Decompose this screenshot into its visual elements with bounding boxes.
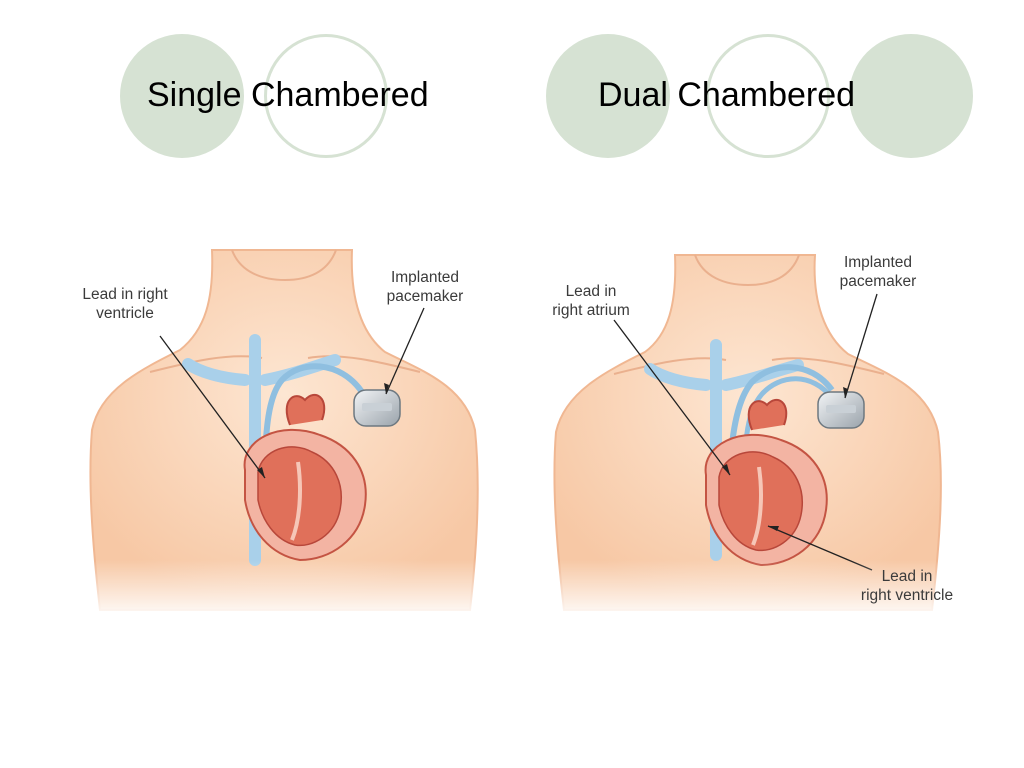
label-line: Lead in right: [82, 286, 168, 303]
label-line: ventricle: [96, 305, 154, 322]
single-chambered-heading: Single Chambered: [147, 76, 429, 114]
dual-chambered-heading: Dual Chambered: [598, 76, 856, 114]
left-lead-pointer: [159, 335, 266, 479]
single-chamber-figure: [89, 249, 479, 611]
left-pacemaker-device: [353, 389, 401, 427]
header-circle-4: [706, 34, 830, 158]
label-line: right atrium: [552, 302, 630, 319]
header-circle-3: [546, 34, 670, 158]
label-line: Lead in: [565, 283, 617, 300]
implanted-pacemaker-label-left: Implanted pacemaker: [380, 268, 470, 306]
lead-in-right-atrium-label: Lead in right atrium: [546, 282, 636, 320]
lead-in-right-ventricle-label: Lead in right ventricle: [70, 285, 180, 323]
right-pacemaker-pointer: [844, 293, 878, 399]
right-atrium-pointer: [613, 319, 731, 476]
header-circle-1: [120, 34, 244, 158]
header-circle-2: [264, 34, 388, 158]
left-heart: [243, 393, 367, 562]
right-pacemaker-device: [817, 391, 865, 429]
right-lead-wire-atrium: [727, 364, 835, 471]
label-line: right ventricle: [860, 587, 954, 604]
left-pacemaker-pointer: [385, 307, 425, 395]
right-heart: [704, 398, 828, 567]
label-line: pacemaker: [839, 273, 917, 290]
label-line: pacemaker: [386, 288, 464, 305]
dual-chamber-figure: [553, 254, 942, 611]
label-line: Implanted: [390, 269, 460, 286]
label-line: Lead in: [881, 568, 933, 585]
header-circle-5: [849, 34, 973, 158]
implanted-pacemaker-label-right: Implanted pacemaker: [832, 253, 924, 291]
lead-in-right-ventricle-label-dual: Lead in right ventricle: [852, 567, 962, 605]
label-line: Implanted: [843, 254, 913, 271]
